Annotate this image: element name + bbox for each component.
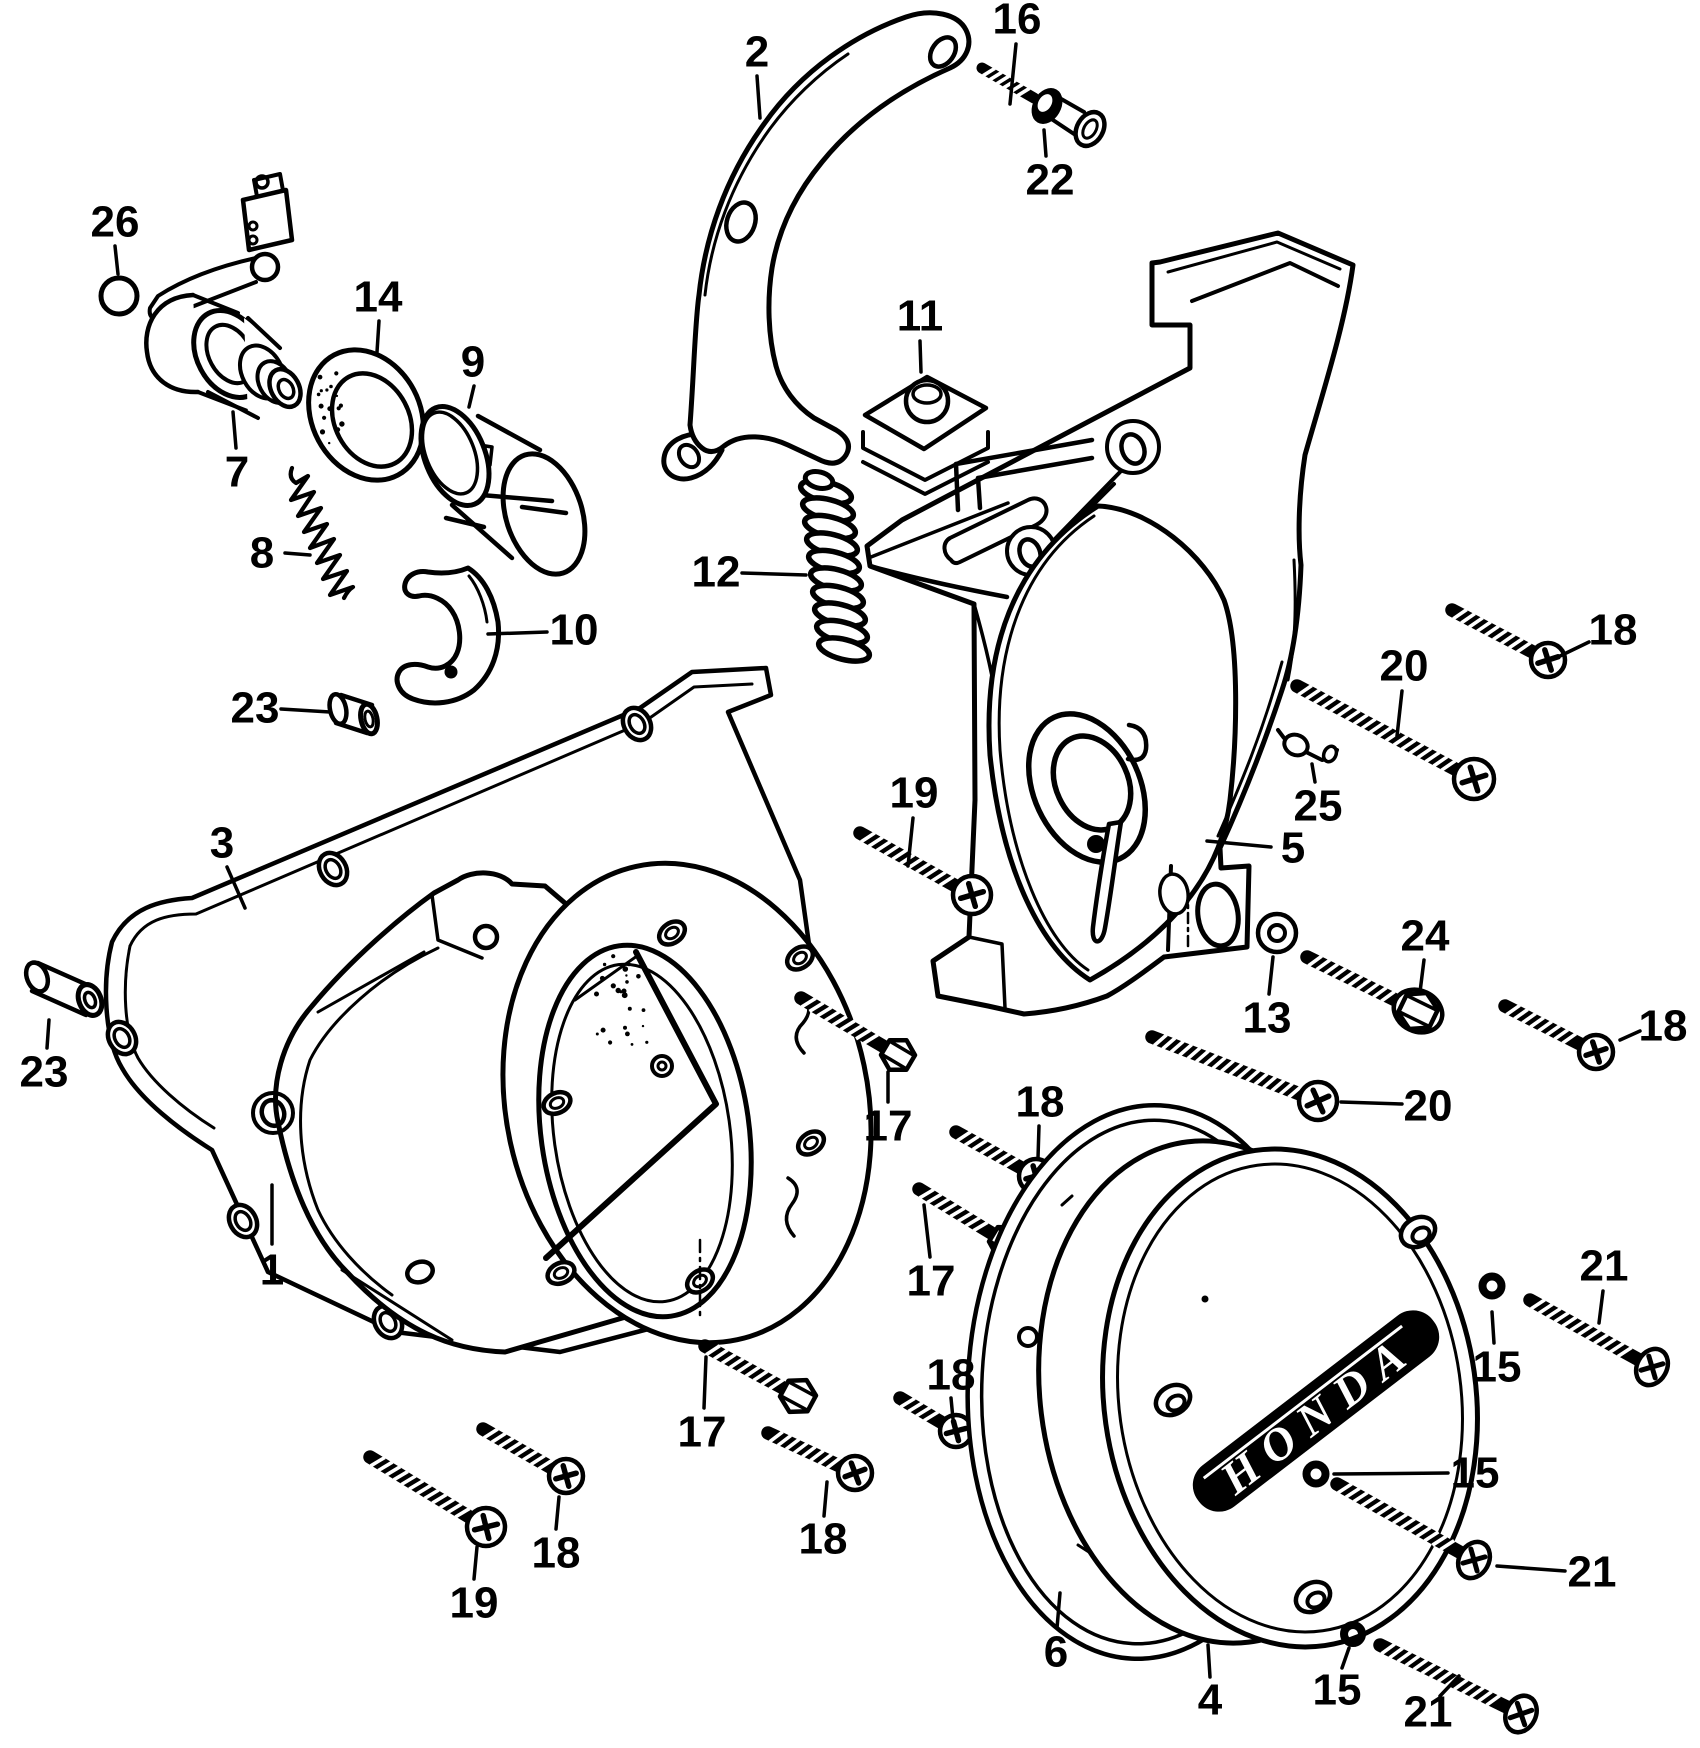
svg-text:12: 12 bbox=[692, 548, 741, 597]
svg-text:15: 15 bbox=[1473, 1343, 1522, 1392]
svg-text:7: 7 bbox=[225, 448, 249, 497]
svg-text:14: 14 bbox=[354, 273, 403, 322]
svg-text:18: 18 bbox=[1016, 1078, 1065, 1127]
svg-text:21: 21 bbox=[1580, 1242, 1629, 1291]
svg-text:26: 26 bbox=[91, 198, 140, 247]
svg-text:15: 15 bbox=[1451, 1449, 1500, 1498]
svg-text:21: 21 bbox=[1404, 1688, 1453, 1737]
svg-text:17: 17 bbox=[864, 1102, 913, 1151]
svg-text:20: 20 bbox=[1380, 642, 1429, 691]
svg-text:1: 1 bbox=[260, 1246, 284, 1295]
svg-text:17: 17 bbox=[907, 1257, 956, 1306]
svg-text:15: 15 bbox=[1313, 1666, 1362, 1715]
svg-text:24: 24 bbox=[1401, 912, 1450, 961]
svg-text:19: 19 bbox=[450, 1579, 499, 1628]
svg-text:19: 19 bbox=[890, 769, 939, 818]
svg-text:18: 18 bbox=[799, 1515, 848, 1564]
svg-text:2: 2 bbox=[745, 28, 769, 77]
svg-text:18: 18 bbox=[532, 1529, 581, 1578]
svg-text:20: 20 bbox=[1404, 1082, 1453, 1131]
svg-text:22: 22 bbox=[1026, 156, 1075, 205]
svg-text:18: 18 bbox=[927, 1351, 976, 1400]
svg-text:16: 16 bbox=[993, 0, 1042, 44]
svg-text:23: 23 bbox=[231, 684, 280, 733]
svg-text:6: 6 bbox=[1044, 1628, 1068, 1677]
svg-text:23: 23 bbox=[20, 1048, 69, 1097]
svg-text:13: 13 bbox=[1243, 994, 1292, 1043]
svg-text:3: 3 bbox=[210, 819, 234, 868]
svg-text:5: 5 bbox=[1281, 824, 1305, 873]
svg-text:10: 10 bbox=[550, 606, 599, 655]
svg-text:25: 25 bbox=[1294, 782, 1343, 831]
svg-text:4: 4 bbox=[1198, 1676, 1223, 1725]
svg-text:8: 8 bbox=[250, 529, 274, 578]
svg-text:18: 18 bbox=[1589, 606, 1638, 655]
svg-text:18: 18 bbox=[1639, 1002, 1688, 1051]
svg-text:17: 17 bbox=[678, 1408, 727, 1457]
svg-text:21: 21 bbox=[1568, 1548, 1617, 1597]
svg-text:11: 11 bbox=[897, 292, 944, 341]
svg-text:9: 9 bbox=[461, 338, 485, 387]
